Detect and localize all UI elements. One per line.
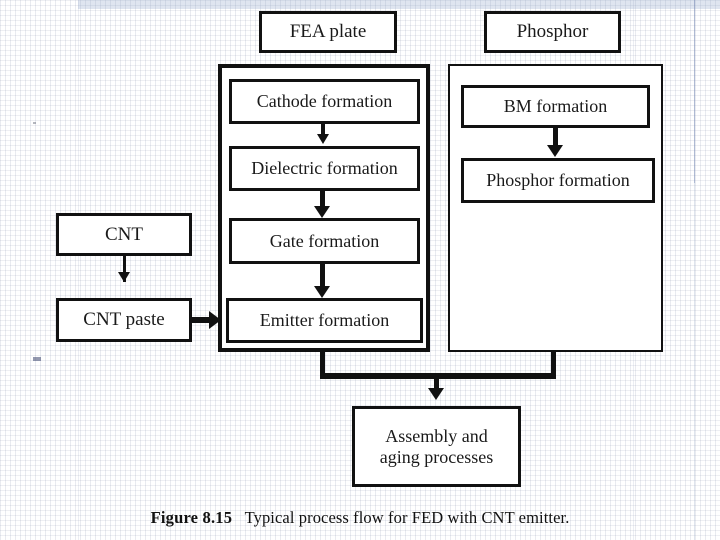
box-phosphor[interactable]: Phosphor — [484, 11, 621, 53]
box-gate-formation-label: Gate formation — [269, 230, 380, 251]
connector-cnt-paste-to-emitter — [192, 317, 212, 323]
box-phosphor-formation[interactable]: Phosphor formation — [461, 158, 655, 203]
box-cnt[interactable]: CNT — [56, 213, 192, 256]
box-assembly-aging-label: Assembly and aging processes — [379, 426, 494, 467]
box-bm-formation-label: BM formation — [503, 96, 608, 117]
arrowhead-bm-to-phosphor — [547, 145, 563, 157]
box-gate-formation[interactable]: Gate formation — [229, 218, 420, 264]
box-fea-plate[interactable]: FEA plate — [259, 11, 397, 53]
box-phosphor-formation-label: Phosphor formation — [486, 170, 630, 191]
arrowhead-merge-to-assembly — [428, 388, 444, 400]
box-cnt-label: CNT — [105, 223, 143, 245]
connector-cnt-to-cnt-paste — [123, 256, 126, 282]
background-speck — [33, 122, 36, 124]
background-column-rule-left — [78, 0, 79, 540]
box-dielectric-formation-label: Dielectric formation — [251, 158, 398, 179]
box-phosphor-label: Phosphor — [516, 21, 589, 43]
box-emitter-formation-label: Emitter formation — [259, 310, 390, 331]
background-vertical-rule-lower — [694, 183, 695, 540]
box-cnt-paste[interactable]: CNT paste — [56, 298, 192, 342]
connector-cathode-to-dielectric — [321, 124, 325, 136]
connector-phosphor-drop — [551, 352, 556, 378]
arrowhead-cathode-to-dielectric — [317, 134, 329, 144]
arrowhead-gate-to-emitter — [314, 286, 330, 298]
connector-fea-drop — [320, 352, 325, 378]
box-bm-formation[interactable]: BM formation — [461, 85, 650, 128]
figure-caption-label: Figure 8.15 — [150, 508, 233, 527]
background-mark — [33, 357, 41, 361]
box-cathode-formation[interactable]: Cathode formation — [229, 79, 420, 124]
background-vertical-rule — [694, 0, 695, 183]
box-cathode-formation-label: Cathode formation — [256, 91, 393, 112]
figure-caption-text: Typical process flow for FED with CNT em… — [244, 508, 570, 527]
figure-caption: Figure 8.15 Typical process flow for FED… — [0, 508, 720, 528]
arrowhead-dielectric-to-gate — [314, 206, 330, 218]
box-assembly-aging[interactable]: Assembly and aging processes — [352, 406, 521, 487]
background-top-band — [78, 0, 720, 9]
connector-merge-to-assembly — [434, 373, 439, 391]
arrowhead-cnt-paste-to-emitter — [209, 311, 221, 329]
connector-bm-to-phosphor — [553, 128, 558, 148]
box-emitter-formation[interactable]: Emitter formation — [226, 298, 423, 343]
box-fea-plate-label: FEA plate — [289, 21, 367, 43]
box-dielectric-formation[interactable]: Dielectric formation — [229, 146, 420, 191]
connector-dielectric-to-gate — [320, 191, 325, 209]
connector-gate-to-emitter — [320, 264, 325, 289]
arrowhead-cnt-to-cnt-paste — [118, 272, 130, 282]
box-cnt-paste-label: CNT paste — [83, 309, 165, 331]
